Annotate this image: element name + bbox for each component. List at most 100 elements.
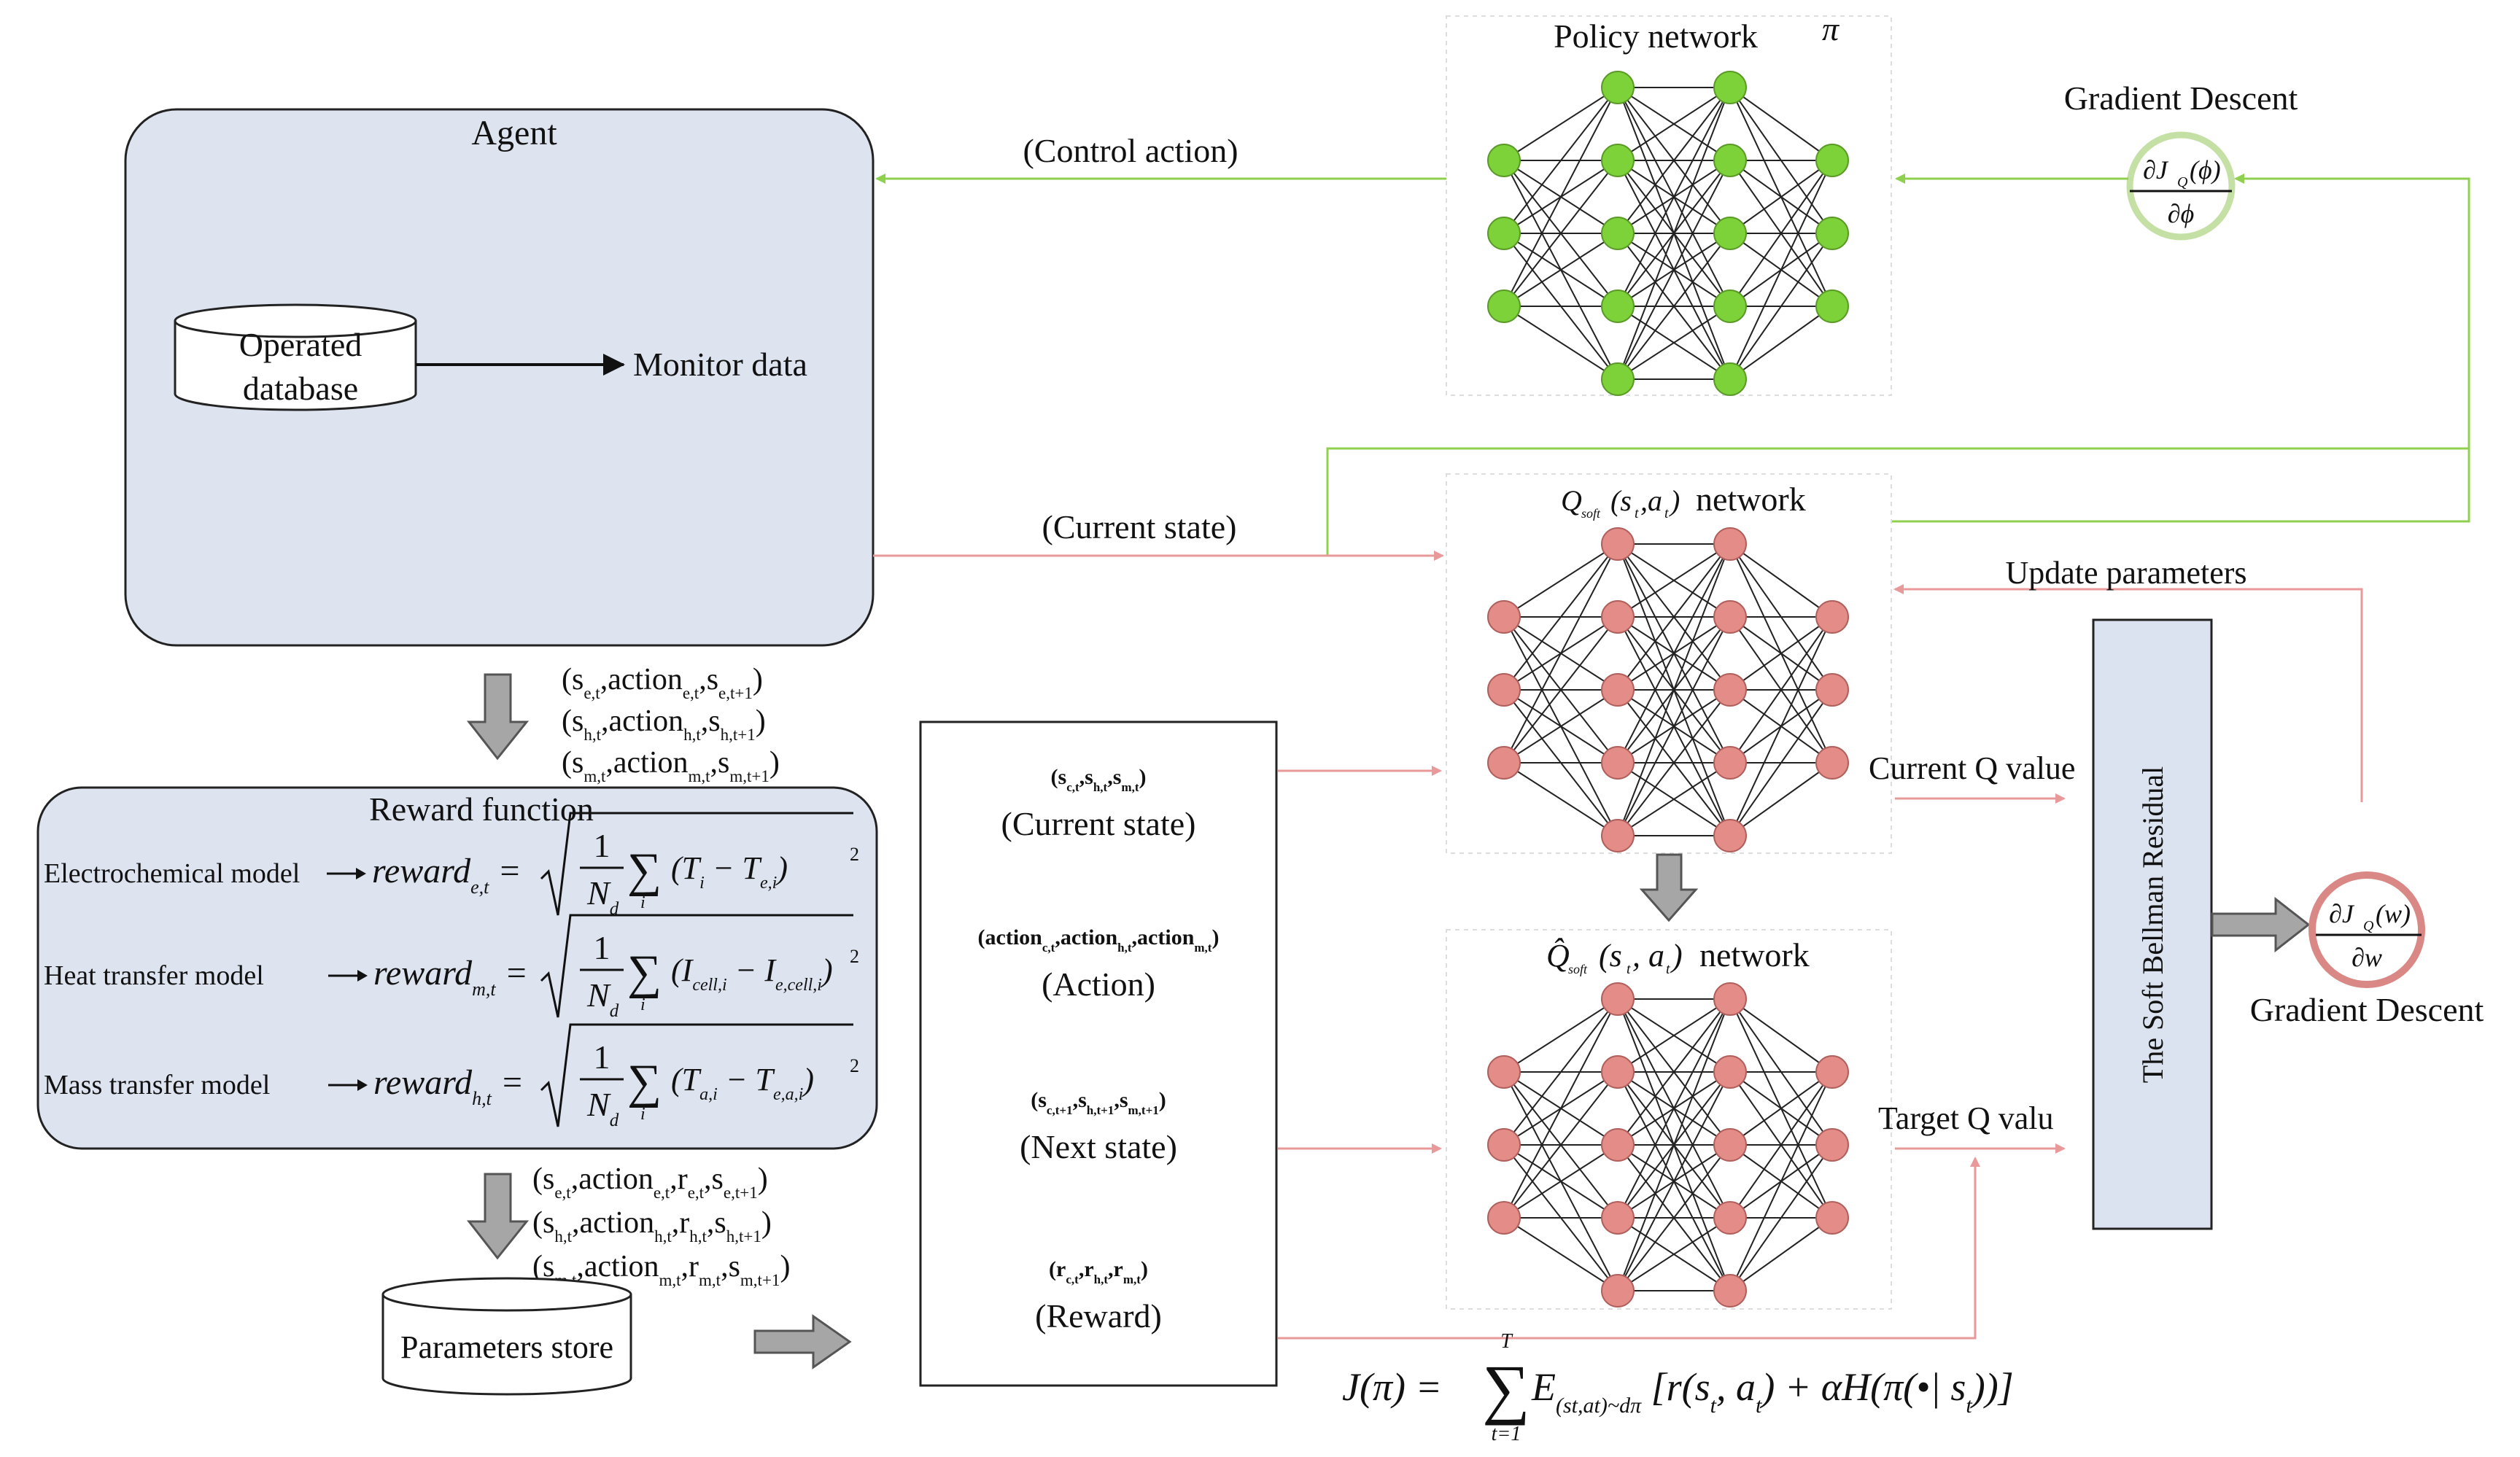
formula-part: ) + αH(π(•| s [1759,1365,1966,1409]
subscript: m,t+1 [740,1271,780,1289]
formula-part: ,r [1108,1257,1123,1281]
formula-part: ) [1139,765,1146,789]
network-edge [1729,762,1833,836]
subscript: h,t [584,726,601,744]
formula-part: ,s [704,1162,724,1196]
objective-expectation: E(st,at)~dπ [r(st, at) + αH(π(•| st))] [1531,1365,2014,1418]
network-node [1815,1128,1849,1162]
bellman-residual-label: The Soft Bellman Residual [2136,766,2169,1083]
gradient-descent-bottom-circle: ∂J Q (w) ∂w [2308,871,2425,988]
formula-part: N [586,1086,611,1123]
formula-part: (r [1049,1257,1066,1281]
network-edge [1617,543,1731,618]
formula-part: (s [532,1206,554,1240]
subscript: h,t [654,1227,672,1246]
target-q-network-label: Q̂ soft (s t , a t ) network [1546,936,1810,977]
square-exponent: 2 [850,946,859,967]
network-edge [1729,1071,1833,1146]
network-node [1487,600,1521,634]
network-edge [1617,762,1731,836]
reward-difference: (Ta,i − Te,a,i) [671,1062,814,1104]
sum-sign: ∑ [627,844,662,897]
sqrt-sign [540,812,853,916]
network-node [1487,1055,1521,1089]
current-q-label: Current Q value [1869,750,2075,786]
formula-part: = [496,954,528,992]
operated-database: Operated database [174,303,417,411]
bellman-to-gradient-arrow [2211,896,2311,953]
policy-network-label: Policy network [1554,18,1758,55]
sum-index: i [640,893,645,912]
reward-function-title: Reward function [369,790,594,828]
objective-lhs: J(π) = [1342,1365,1442,1409]
network-node [1487,290,1521,323]
formula-part: = [492,1063,524,1102]
reward-arrowhead [357,1079,368,1091]
svg-text:soft: soft [1581,506,1601,521]
target-q-network-frame [1446,929,1892,1310]
formula-part: ) [761,1206,772,1240]
gradient-top-arg: (ϕ) [2190,155,2221,184]
buffer-label: (Action) [1042,965,1155,1003]
subscript: a,i [699,1085,718,1104]
subscript: t [1594,1394,1601,1418]
sum-index: i [640,1105,645,1124]
network-node [1601,600,1635,634]
subscript: m,t+1 [729,767,769,785]
svg-text:soft: soft [1568,962,1588,976]
network-edge [1617,1217,1731,1291]
store-to-buffer-arrow [753,1314,852,1369]
network-edge [1729,616,1833,691]
network-node [1815,144,1849,177]
formula-part: T [682,1062,702,1097]
reward-to-target-arrow [1278,1157,1980,1340]
transition-tuple: (se,t,actione,t,re,t,se,t+1) [532,1162,768,1202]
subscript: c,t [1042,941,1055,955]
network-edge [1617,998,1731,1073]
reward-model-label: Heat transfer model [44,960,264,991]
network-edge [1617,1071,1731,1291]
formula-part: (s [562,704,584,738]
subscript: d [610,899,619,919]
svg-text:t: t [1635,505,1639,521]
subscript: π [1630,1394,1642,1418]
policy-network [1487,71,1849,396]
network-node [1487,144,1521,177]
network-edge [1503,998,1618,1073]
fraction-denominator: Nd [586,1086,619,1130]
formula-part: ,s [701,704,721,738]
formula-part: ,action [1132,925,1195,949]
fraction-numerator: 1 [594,1038,610,1076]
network-edge [1729,87,1833,161]
network-edge [1729,1071,1833,1219]
formula-part: ,s [710,746,730,780]
svg-text:, a: , a [1632,938,1664,974]
square-exponent: 2 [850,844,859,865]
network-edge [1617,87,1731,380]
control-action-label: (Control action) [1023,132,1238,169]
subscript: m,t [659,1271,682,1289]
network-node [1815,673,1849,707]
gradient-descent-top-label: Gradient Descent [2064,79,2298,117]
formula-part: ) [758,1162,768,1196]
svg-text:Q̂: Q̂ [1546,938,1570,974]
network-node [1713,527,1747,561]
formula-part: ))] [1970,1365,2014,1409]
current-state-label: (Current state) [1042,508,1237,545]
subscript: m,t [689,767,711,785]
network-node [1601,362,1635,396]
network-edge [1617,543,1731,691]
svg-text:t: t [1666,961,1670,977]
network-edge [1503,160,1618,307]
network-edge [1503,87,1618,161]
reward-arrowhead [356,868,366,879]
formula-part: (s [1031,1088,1047,1112]
target-q-network [1487,982,1849,1308]
network-edge [1729,160,1833,234]
formula-part: ) [775,850,788,886]
formula-part: ,action [600,663,683,696]
subscript: e,t [470,877,489,898]
reward-arrowhead [357,970,368,982]
subscript: e,cell,i [775,976,822,995]
